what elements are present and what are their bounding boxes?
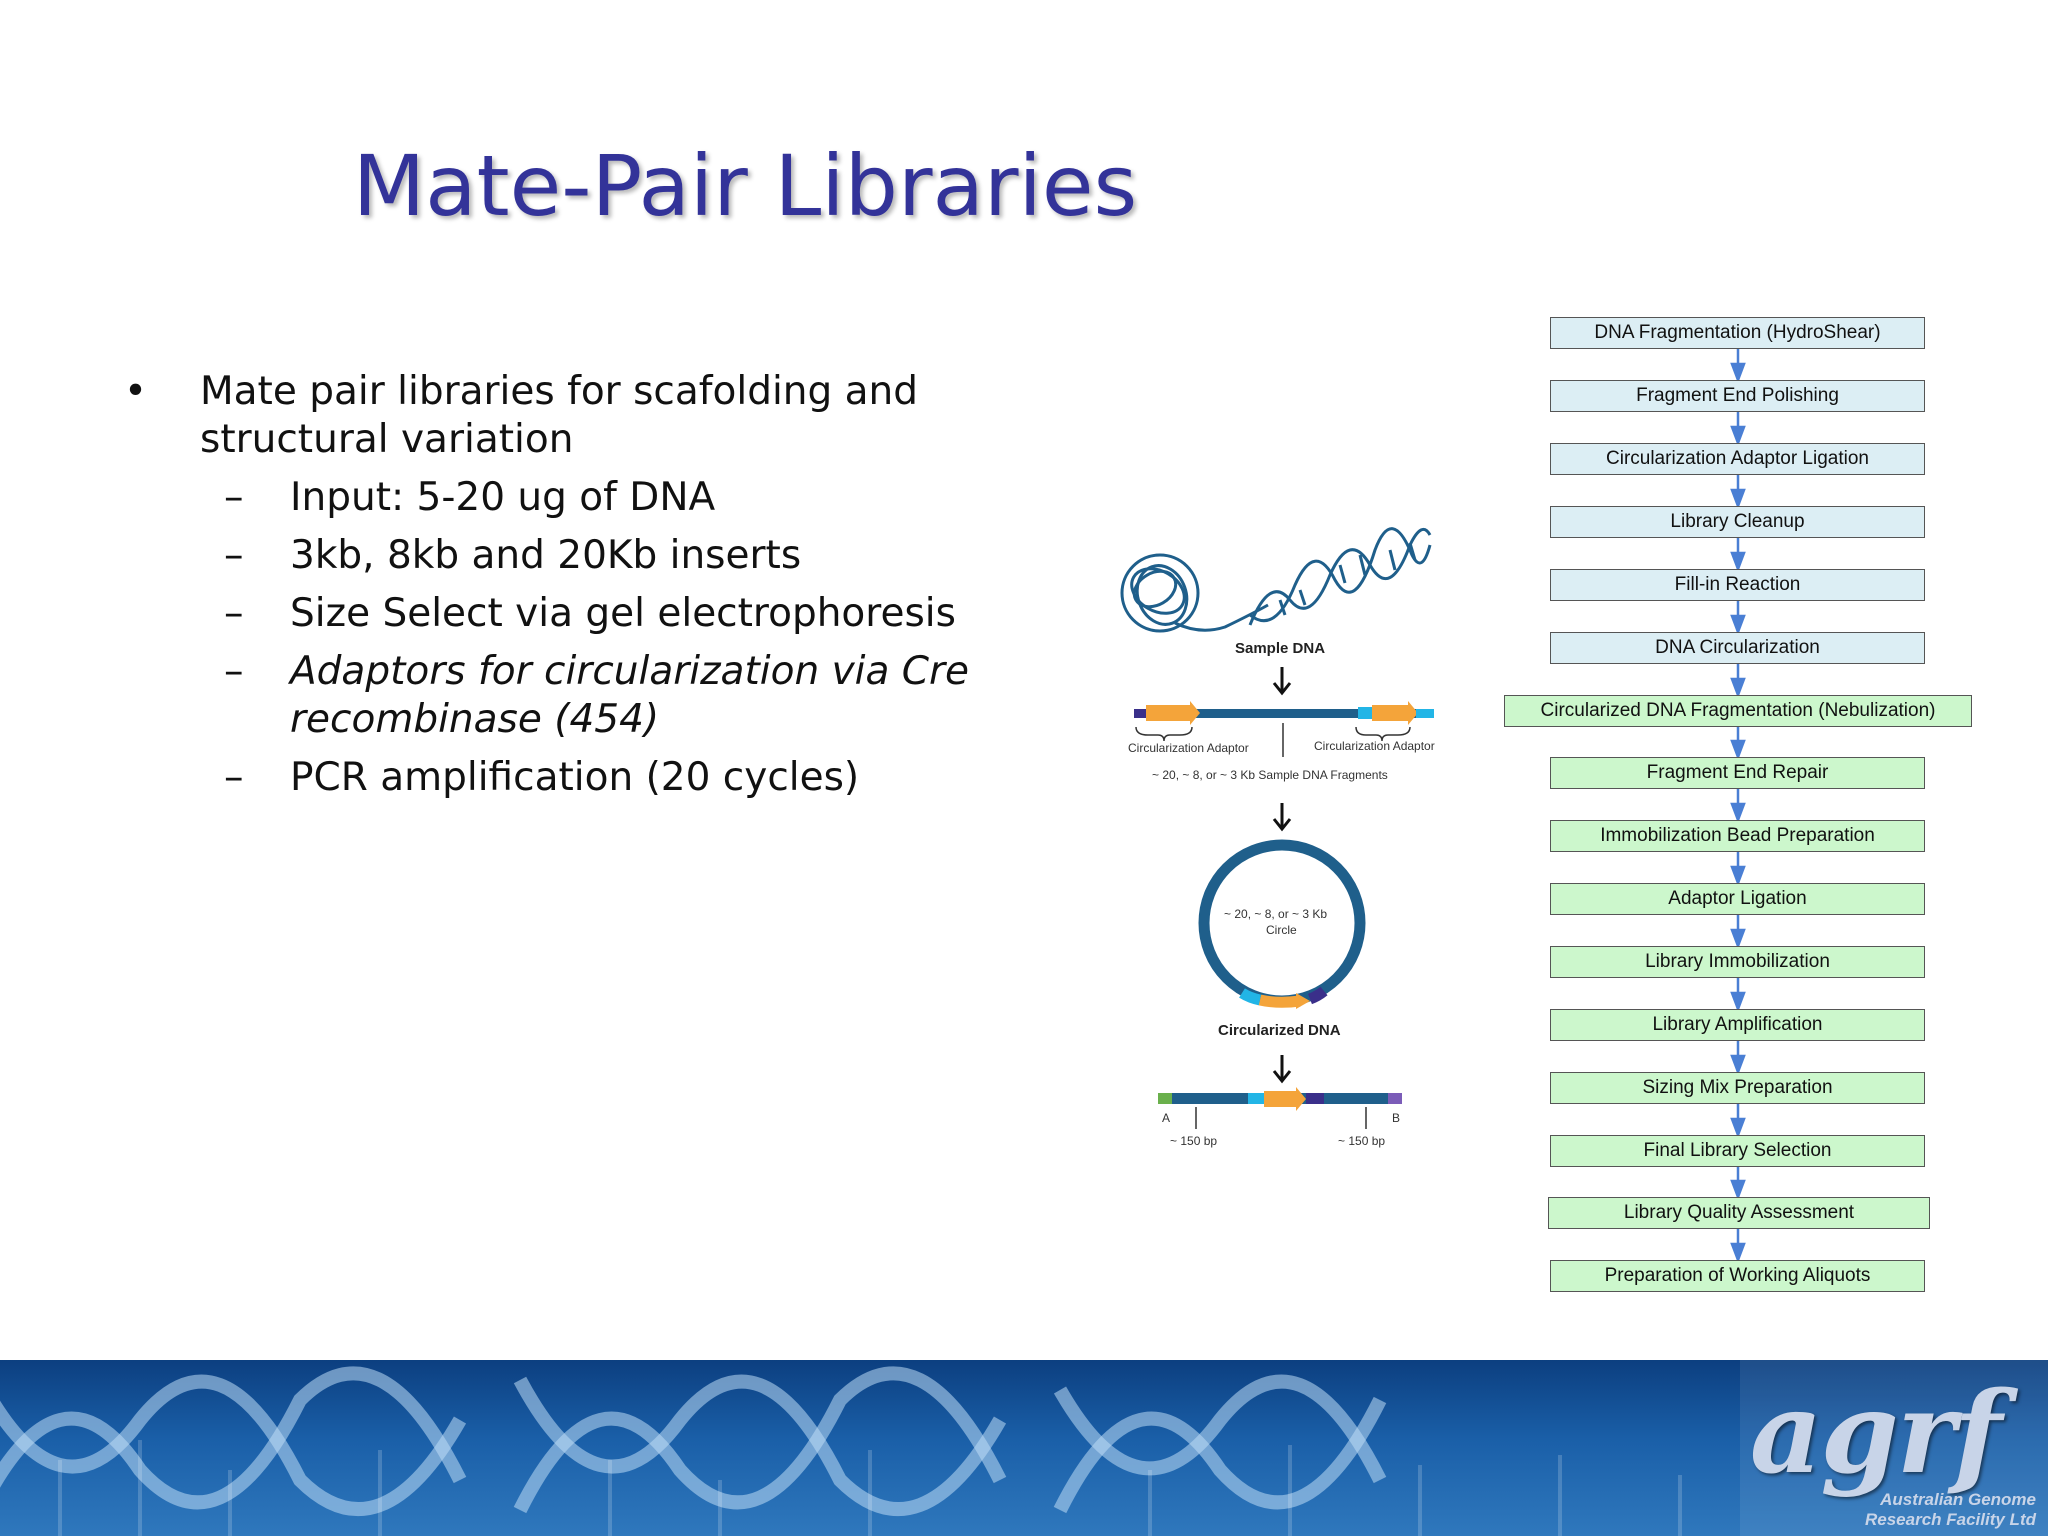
sub-bullet: – Input: 5-20 ug of DNA [118, 474, 1018, 522]
circle-label-line1: ~ 20, ~ 8, or ~ 3 Kb [1224, 907, 1328, 921]
bullet-dot: • [124, 369, 148, 414]
final-fragment [1158, 1087, 1402, 1129]
footer-banner: agrf Australian Genome Research Facility… [0, 1360, 2048, 1536]
flow-step: DNA Circularization [1550, 632, 1925, 664]
label-a: A [1162, 1111, 1171, 1125]
adaptor-left-label: Circularization Adaptor [1128, 741, 1249, 755]
org-line-2: Research Facility Ltd [1864, 1510, 2036, 1529]
sub-bullet-text: Input: 5-20 ug of DNA [290, 475, 716, 520]
flow-step: Circularized DNA Fragmentation (Nebuliza… [1504, 695, 1972, 727]
fragment-with-adaptors [1134, 701, 1434, 757]
flow-step: Immobilization Bead Preparation [1550, 820, 1925, 852]
sub-bullet-dash: – [224, 649, 244, 694]
flow-step: Circularization Adaptor Ligation [1550, 443, 1925, 475]
sub-bullet-dash: – [224, 591, 244, 636]
main-bullet: • Mate pair libraries for scafolding and… [118, 368, 1018, 464]
agrf-org-name: Australian Genome Research Facility Ltd [1865, 1490, 2036, 1530]
sub-bullet-dash: – [224, 755, 244, 800]
circle-label-line2: Circle [1266, 923, 1297, 937]
main-bullet-text: Mate pair libraries for scafolding and s… [200, 369, 919, 462]
sub-bullet: – Size Select via gel electrophoresis [118, 590, 1018, 638]
sub-bullet: – Adaptors for circularization via Cre r… [118, 648, 1018, 744]
flow-step: Library Quality Assessment [1548, 1197, 1930, 1229]
diagram-graphics [1120, 527, 1434, 1129]
label-b: B [1392, 1111, 1401, 1125]
sub-bullet: – PCR amplification (20 cycles) [118, 754, 1018, 802]
flow-step: Fragment End Polishing [1550, 380, 1925, 412]
bullet-list: • Mate pair libraries for scafolding and… [118, 368, 1018, 802]
flow-step: Fill-in Reaction [1550, 569, 1925, 601]
flow-step: DNA Fragmentation (HydroShear) [1550, 317, 1925, 349]
dna-helix-banner-icon [0, 1360, 2048, 1536]
sub-bullet-text: Size Select via gel electrophoresis [290, 591, 956, 636]
org-line-1: Australian Genome [1880, 1490, 2036, 1509]
sub-bullet-text: PCR amplification (20 cycles) [290, 755, 860, 800]
flow-step: Adaptor Ligation [1550, 883, 1925, 915]
flow-step: Library Amplification [1550, 1009, 1925, 1041]
fragments-label: ~ 20, ~ 8, or ~ 3 Kb Sample DNA Fragment… [1152, 768, 1388, 782]
bp-right-label: ~ 150 bp [1338, 1134, 1386, 1148]
flow-step: Preparation of Working Aliquots [1550, 1260, 1925, 1292]
down-arrow-icon [1272, 803, 1292, 832]
bp-left-label: ~ 150 bp [1170, 1134, 1218, 1148]
adaptor-right-label: Circularization Adaptor [1314, 739, 1435, 753]
sub-bullet-dash: – [224, 533, 244, 578]
sample-dna-label: Sample DNA [1235, 640, 1326, 657]
sub-bullet-text: Adaptors for circularization via Cre rec… [290, 649, 970, 742]
flow-step: Sizing Mix Preparation [1550, 1072, 1925, 1104]
flow-step: Library Immobilization [1550, 946, 1925, 978]
agrf-logo: agrf [1749, 1368, 2002, 1499]
dna-circularization-diagram: Sample DNA Circularization Adaptor Circu… [1100, 505, 1480, 1175]
flow-step: Library Cleanup [1550, 506, 1925, 538]
down-arrow-icon [1272, 667, 1292, 696]
sub-bullet-text: 3kb, 8kb and 20Kb inserts [290, 533, 802, 578]
circular-dna-icon [1198, 839, 1366, 1009]
flow-step: Final Library Selection [1550, 1135, 1925, 1167]
coiled-dna-icon [1120, 553, 1269, 633]
double-helix-icon [1248, 527, 1432, 626]
sub-bullet-dash: – [224, 475, 244, 520]
slide-title: Mate-Pair Libraries [352, 137, 1138, 235]
down-arrow-icon [1272, 1055, 1292, 1084]
flow-step: Fragment End Repair [1550, 757, 1925, 789]
sub-bullet: – 3kb, 8kb and 20Kb inserts [118, 532, 1018, 580]
circularized-dna-label: Circularized DNA [1218, 1022, 1341, 1039]
